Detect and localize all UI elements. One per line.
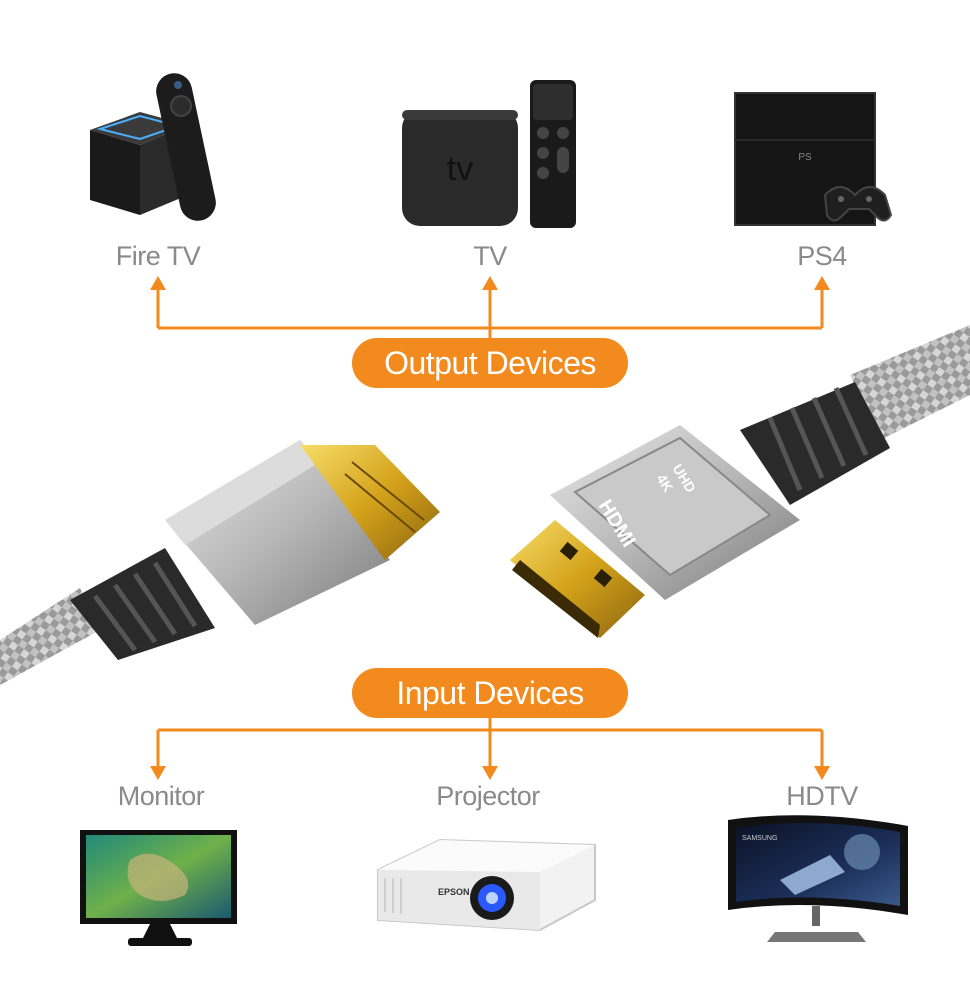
projector-icon: EPSON — [377, 838, 596, 932]
monitor-icon — [80, 830, 237, 946]
input-label-monitor: Monitor — [117, 781, 205, 811]
input-devices-heading: Input Devices — [352, 668, 628, 718]
output-label-tv: TV — [473, 241, 507, 271]
input-label-projector: Projector — [436, 781, 540, 811]
output-arrows — [156, 283, 824, 342]
svg-text:PS: PS — [798, 152, 812, 163]
output-label-fire-tv: Fire TV — [115, 241, 201, 271]
svg-text:EPSON: EPSON — [438, 887, 470, 897]
input-label-hdtv: HDTV — [786, 781, 858, 811]
fire-tv-icon — [90, 73, 216, 221]
output-label-ps4: PS4 — [797, 241, 847, 271]
output-devices-heading: Output Devices — [352, 338, 628, 388]
hdtv-icon: SAMSUNG — [728, 815, 908, 942]
hdmi-cable-left — [0, 440, 440, 685]
input-arrowheads — [150, 766, 830, 780]
apple-tv-icon: tv — [402, 80, 576, 228]
apple-tv-box-text: tv — [447, 150, 473, 188]
hdmi-cable-right: HDMI UHD 4K — [510, 325, 970, 638]
ps4-icon: PS — [734, 92, 893, 226]
input-arrows — [156, 717, 824, 770]
output-arrowheads — [150, 276, 830, 290]
svg-text:SAMSUNG: SAMSUNG — [742, 835, 777, 842]
